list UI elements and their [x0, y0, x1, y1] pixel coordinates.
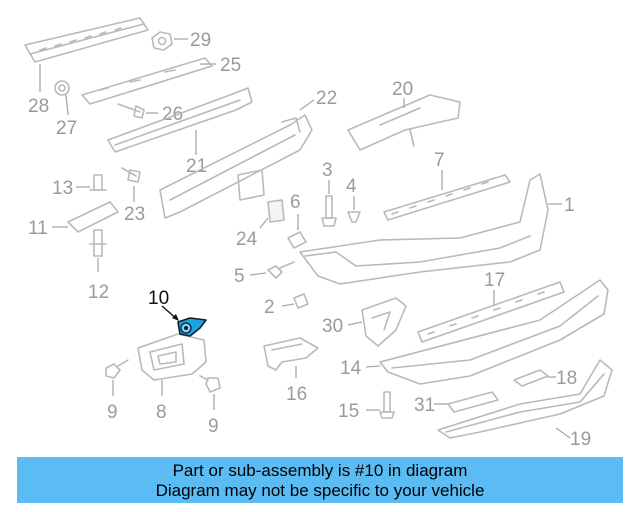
callout-3: 3: [322, 160, 333, 181]
part-12-stud: [89, 229, 107, 272]
part-7-strip: [383, 170, 511, 221]
callout-21: 21: [186, 156, 207, 177]
callout-19: 19: [570, 429, 591, 450]
callout-4: 4: [346, 176, 357, 197]
callout-2: 2: [264, 297, 275, 318]
parts-diagram: 28 27 29 25 26 21 22: [24, 17, 613, 450]
callout-8: 8: [156, 402, 167, 423]
part-24-block: [259, 199, 285, 229]
part-27-clip: [54, 80, 70, 116]
callout-29: 29: [190, 30, 211, 51]
part-23-bolt: [121, 167, 141, 202]
callout-23: 23: [124, 204, 145, 225]
callout-1: 1: [564, 195, 575, 216]
callout-14: 14: [340, 358, 362, 379]
callout-5: 5: [234, 266, 245, 287]
banner-line-1: Part or sub-assembly is #10 in diagram: [172, 461, 468, 480]
callout-10: 10: [148, 288, 169, 309]
callout-28: 28: [28, 96, 49, 117]
part-9-bolt-right: [199, 375, 221, 410]
part-1-bumper-cover: [299, 173, 562, 285]
callout-25: 25: [220, 55, 241, 76]
callout-20: 20: [392, 79, 413, 100]
part-13-pin: [76, 174, 107, 191]
callout-9-right: 9: [208, 416, 219, 437]
part-5-bolt: [249, 261, 295, 279]
part-4-clip: [347, 196, 361, 223]
callout-7: 7: [434, 150, 445, 171]
info-banner: Part or sub-assembly is #10 in diagram D…: [17, 457, 623, 503]
part-28-reinforcement: [24, 17, 149, 92]
callout-17: 17: [484, 270, 505, 291]
callout-11: 11: [28, 218, 48, 239]
part-9-bolt-left: [105, 359, 129, 396]
part-25-absorber: [81, 57, 216, 105]
part-29-nut: [151, 31, 188, 51]
part-3-bolt: [321, 180, 337, 227]
part-8-sensor-bracket: [137, 333, 207, 396]
callout-6: 6: [290, 192, 301, 213]
part-22-beam: [159, 99, 315, 219]
part-18-trim: [513, 369, 556, 387]
part-19-skid: [437, 359, 613, 439]
part-26-bolt: [117, 103, 158, 119]
part-14-lower-cover: [365, 279, 609, 385]
part-6-retainer: [287, 214, 307, 249]
callout-13: 13: [52, 178, 73, 199]
part-11-bracket: [52, 201, 119, 233]
part-21-beam: [107, 87, 253, 155]
callout-22: 22: [316, 88, 337, 109]
callout-26: 26: [162, 104, 183, 125]
part-2-clip: [281, 293, 309, 309]
callout-31: 31: [414, 395, 435, 416]
part-16-bracket: [263, 337, 319, 378]
callout-24: 24: [236, 229, 258, 250]
part-10-highlighted[interactable]: [161, 305, 207, 337]
part-15-bolt: [366, 391, 395, 419]
part-17-bracket: [417, 281, 565, 343]
callout-15: 15: [338, 401, 359, 422]
callout-18: 18: [556, 368, 577, 389]
callout-27: 27: [56, 118, 77, 139]
callout-12: 12: [88, 282, 109, 303]
callout-16: 16: [286, 384, 307, 405]
callout-9-left: 9: [107, 402, 118, 423]
callout-30: 30: [322, 316, 343, 337]
part-30-bracket: [347, 297, 407, 347]
part-20-bracket: [347, 94, 461, 151]
banner-line-2: Diagram may not be specific to your vehi…: [155, 481, 485, 500]
part-31-reflector: [434, 391, 499, 413]
